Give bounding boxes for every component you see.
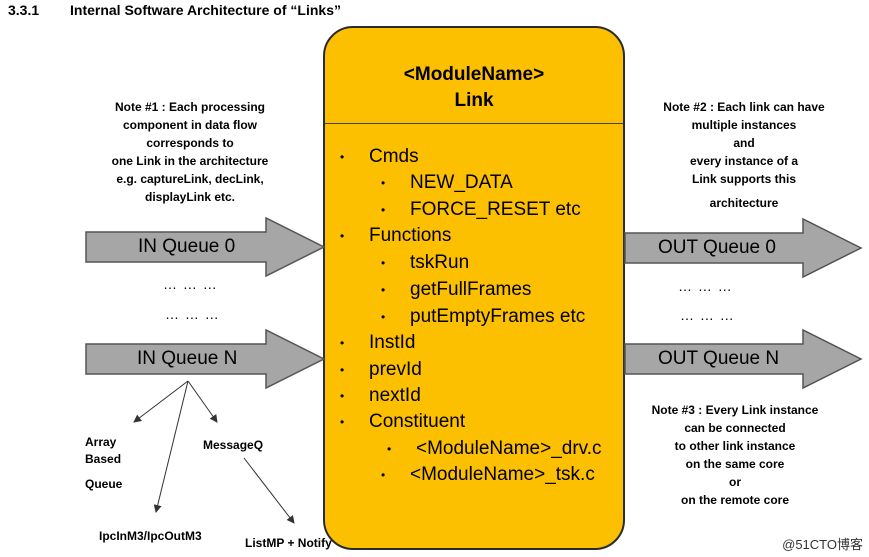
note-2-line: and (733, 136, 755, 150)
link-label: Link (454, 90, 494, 111)
module-box-divider (325, 123, 623, 124)
bullet-icon: • (340, 415, 345, 429)
bullet-icon: • (340, 229, 345, 243)
right-ellipsis-1: … … … (678, 278, 733, 294)
connector-array-queue (133, 380, 189, 423)
note-2-line: architecture (709, 196, 779, 210)
note-2-line: Note #2 : Each link can have (663, 100, 825, 114)
note-2: Note #2 : Each link can have multiple in… (647, 98, 841, 212)
in-queue-n-arrow (85, 328, 326, 390)
note-2-line: Link supports this (691, 172, 796, 186)
item-cmds: Cmds (369, 146, 419, 167)
item-constituent: Constituent (369, 411, 466, 432)
array-based-queue-label: Array Based Queue (85, 434, 122, 493)
note-1-line: Note #1 : Each processing (114, 100, 266, 114)
listmp-notify-label: ListMP + Notify (245, 536, 332, 550)
in-queue-n-label: IN Queue N (137, 348, 238, 369)
out-queue-0-arrow (624, 217, 863, 279)
note-2-line: every instance of a (689, 154, 799, 168)
note-3-line: on the remote core (680, 493, 790, 507)
bullet-icon: • (381, 176, 386, 190)
watermark: @51CTO博客 (782, 537, 863, 552)
messageq-label: MessageQ (203, 438, 264, 452)
out-queue-n-label: OUT Queue N (658, 348, 780, 369)
section-heading: 3.3.1 Internal Software Architecture of “… (8, 2, 341, 18)
subitem-putemptyframes: putEmptyFrames etc (410, 306, 586, 327)
array-label: Array (85, 435, 117, 449)
item-functions: Functions (369, 225, 452, 246)
out-queue-0-label: OUT Queue 0 (658, 237, 776, 258)
ipc-label: IpcInM3/IpcOutM3 (99, 529, 202, 543)
bullet-icon: • (381, 256, 386, 270)
bullet-icon: • (381, 468, 386, 482)
in-queue-0-label: IN Queue 0 (138, 236, 236, 257)
note-3-line: can be connected (684, 421, 786, 435)
left-ellipsis-1: … … … (163, 276, 218, 292)
left-ellipsis-2: … … … (165, 306, 220, 322)
item-instid: InstId (369, 332, 416, 353)
connector-messageq (187, 380, 218, 423)
queue-label: Queue (85, 477, 123, 491)
subitem-tskrun: tskRun (410, 252, 470, 273)
item-previd: prevId (369, 359, 422, 380)
item-nextid: nextId (369, 385, 421, 406)
bullet-icon: • (387, 442, 392, 456)
module-box-title: <ModuleName> Link (323, 62, 625, 114)
subitem-drv-file: <ModuleName>_drv.c (416, 438, 602, 459)
bullet-icon: • (381, 203, 386, 217)
subitem-getfullframes: getFullFrames (410, 279, 532, 300)
in-queue-0-arrow (85, 216, 326, 278)
bullet-icon: • (340, 389, 345, 403)
note-1-line: displayLink etc. (144, 190, 236, 204)
link-module-box (323, 26, 625, 550)
subitem-new-data: NEW_DATA (410, 172, 513, 193)
based-label: Based (85, 452, 122, 466)
note-2-line: multiple instances (691, 118, 797, 132)
bullet-icon: • (340, 150, 345, 164)
out-queue-n-arrow (624, 328, 863, 390)
module-name-label: <ModuleName> (403, 64, 545, 85)
note-3: Note #3 : Every Link instance can be con… (640, 401, 830, 509)
subitem-force-reset: FORCE_RESET etc (410, 199, 581, 220)
bullet-icon: • (340, 336, 345, 350)
bullet-icon: • (340, 363, 345, 377)
bullet-icon: • (381, 310, 386, 324)
note-1-line: one Link in the architecture (111, 154, 269, 168)
note-1: Note #1 : Each processing component in d… (100, 98, 280, 206)
section-number: 3.3.1 (8, 2, 40, 18)
note-3-line: on the same core (685, 457, 785, 471)
note-3-line: to other link instance (674, 439, 796, 453)
section-title: Internal Software Architecture of “Links… (70, 2, 341, 18)
note-3-line: Note #3 : Every Link instance (651, 403, 819, 417)
note-1-line: e.g. captureLink, decLink, (116, 172, 264, 186)
connector-listmp (243, 457, 295, 524)
right-ellipsis-2: … … … (680, 307, 735, 323)
subitem-tsk-file: <ModuleName>_tsk.c (410, 464, 595, 485)
note-1-line: corresponds to (146, 136, 234, 150)
note-1-line: component in data flow (123, 118, 257, 132)
note-3-line: or (729, 475, 741, 489)
connector-ipc (153, 380, 189, 513)
bullet-icon: • (381, 283, 386, 297)
